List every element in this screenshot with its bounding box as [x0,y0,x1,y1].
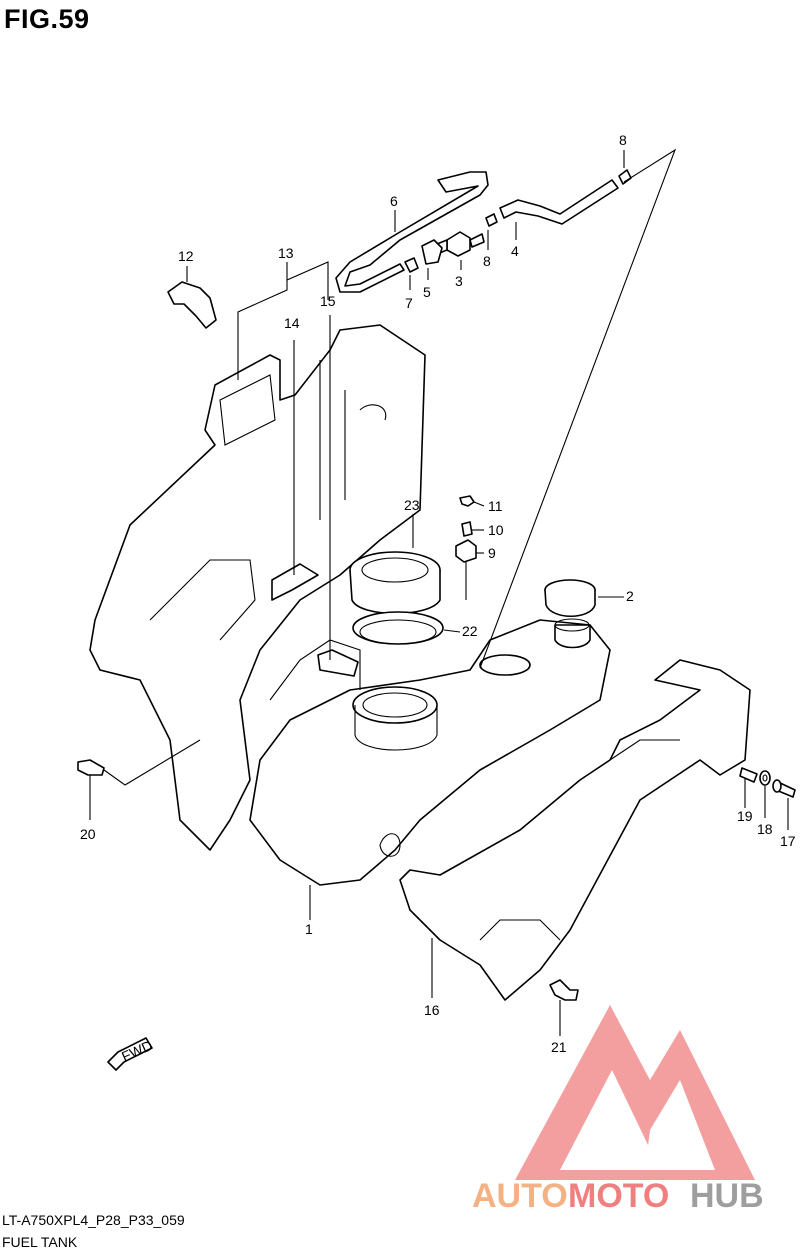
watermark-text-moto: MOTO [568,1177,669,1215]
callout-8-lower: 8 [483,253,491,269]
gasket [352,611,444,645]
section-name: FUEL TANK [2,1234,78,1250]
leader-lines [89,148,789,1036]
drawing-code: LT-A750XPL4_P28_P33_059 [2,1212,185,1228]
callout-1: 1 [305,921,313,937]
clamp-5 [421,239,443,265]
lock-ring [349,551,441,615]
watermark-text-hub: HUB [690,1177,764,1215]
breather-hose-4 [499,179,619,225]
fwd-arrow-icon: FWD [107,1037,155,1071]
fwd-label: FWD [119,1037,155,1065]
callout-21: 21 [551,1039,567,1055]
callout-7: 7 [405,295,413,311]
callout-13: 13 [278,245,294,261]
callout-10: 10 [488,522,504,538]
fuel-cap [544,579,596,649]
clip-21 [549,979,579,1001]
callout-labels: 1 2 3 4 5 6 7 8 8 9 10 11 12 13 14 15 16… [80,132,796,1055]
callout-4: 4 [511,243,519,259]
callout-20: 20 [80,826,96,842]
callout-15: 15 [320,293,336,309]
check-valve-3 [436,231,485,257]
callout-8-upper: 8 [619,132,627,148]
fuel-tank-guard-left [89,324,426,851]
bolt-20 [77,759,105,776]
screw-11 [459,495,475,507]
callout-23: 23 [404,497,420,513]
callout-12: 12 [178,248,194,264]
washer-18 [759,770,771,786]
callout-18: 18 [757,821,773,837]
callout-19: 19 [737,808,753,824]
callout-3: 3 [455,273,463,289]
pad-15 [317,649,359,677]
callout-14: 14 [284,315,300,331]
watermark-text-auto: AUTO [472,1177,568,1215]
callout-11: 11 [488,498,503,514]
clamp-12 [167,281,217,329]
callout-22: 22 [462,623,478,639]
callout-16: 16 [424,1002,440,1018]
collar-10 [461,521,473,537]
bolt-17 [772,779,796,798]
callout-5: 5 [423,284,431,300]
callout-6: 6 [390,193,398,209]
collar-19 [739,767,758,783]
callout-9: 9 [488,545,496,561]
grommet-9 [455,539,477,563]
callout-17: 17 [780,833,796,849]
fuel-tank-body [249,619,611,886]
side-cover-right [399,659,751,1001]
breather-hose-6 [335,171,489,293]
callout-2: 2 [626,588,634,604]
clamp-7 [404,257,419,273]
cushion-14 [271,563,319,601]
watermark-logo [515,1005,755,1180]
figure-title: FIG.59 [4,4,90,34]
clamp-8a [485,213,498,227]
watermark-text: AUTO MOTO HUB [472,1177,764,1215]
